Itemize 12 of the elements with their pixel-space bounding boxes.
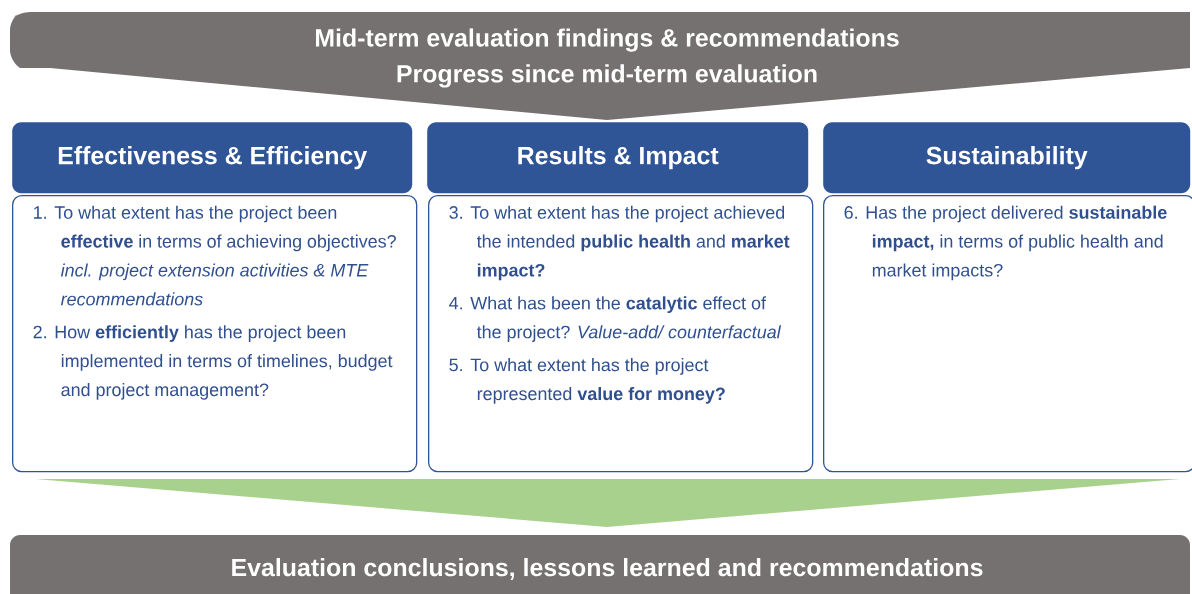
question-text: 2. How efficiently has the project been implemented in terms of timelines, budget and project management? bbox=[33, 325, 393, 400]
header-box: Results & Impact bbox=[427, 122, 809, 194]
question-box bbox=[12, 195, 418, 473]
question-text: 4. What has been the catalytic effect of the project? Value-add/ counterfactual bbox=[449, 296, 782, 342]
conclusion-bar: Evaluation conclusions, lessons learned and recommendations bbox=[10, 535, 1190, 594]
question-text: 6. Has the project delivered sustainable impact, in terms of public health and market impacts? bbox=[844, 205, 1167, 281]
question-text: 3. To what extent has the project achieved the intended public health and market impact? bbox=[449, 205, 790, 281]
question-box bbox=[428, 195, 814, 473]
header-box: Effectiveness & Efficiency bbox=[12, 122, 413, 194]
header-box: Sustainability bbox=[823, 122, 1191, 194]
question-text: 5. To what extent has the project represented value for money? bbox=[449, 358, 725, 404]
question-box bbox=[823, 195, 1192, 473]
